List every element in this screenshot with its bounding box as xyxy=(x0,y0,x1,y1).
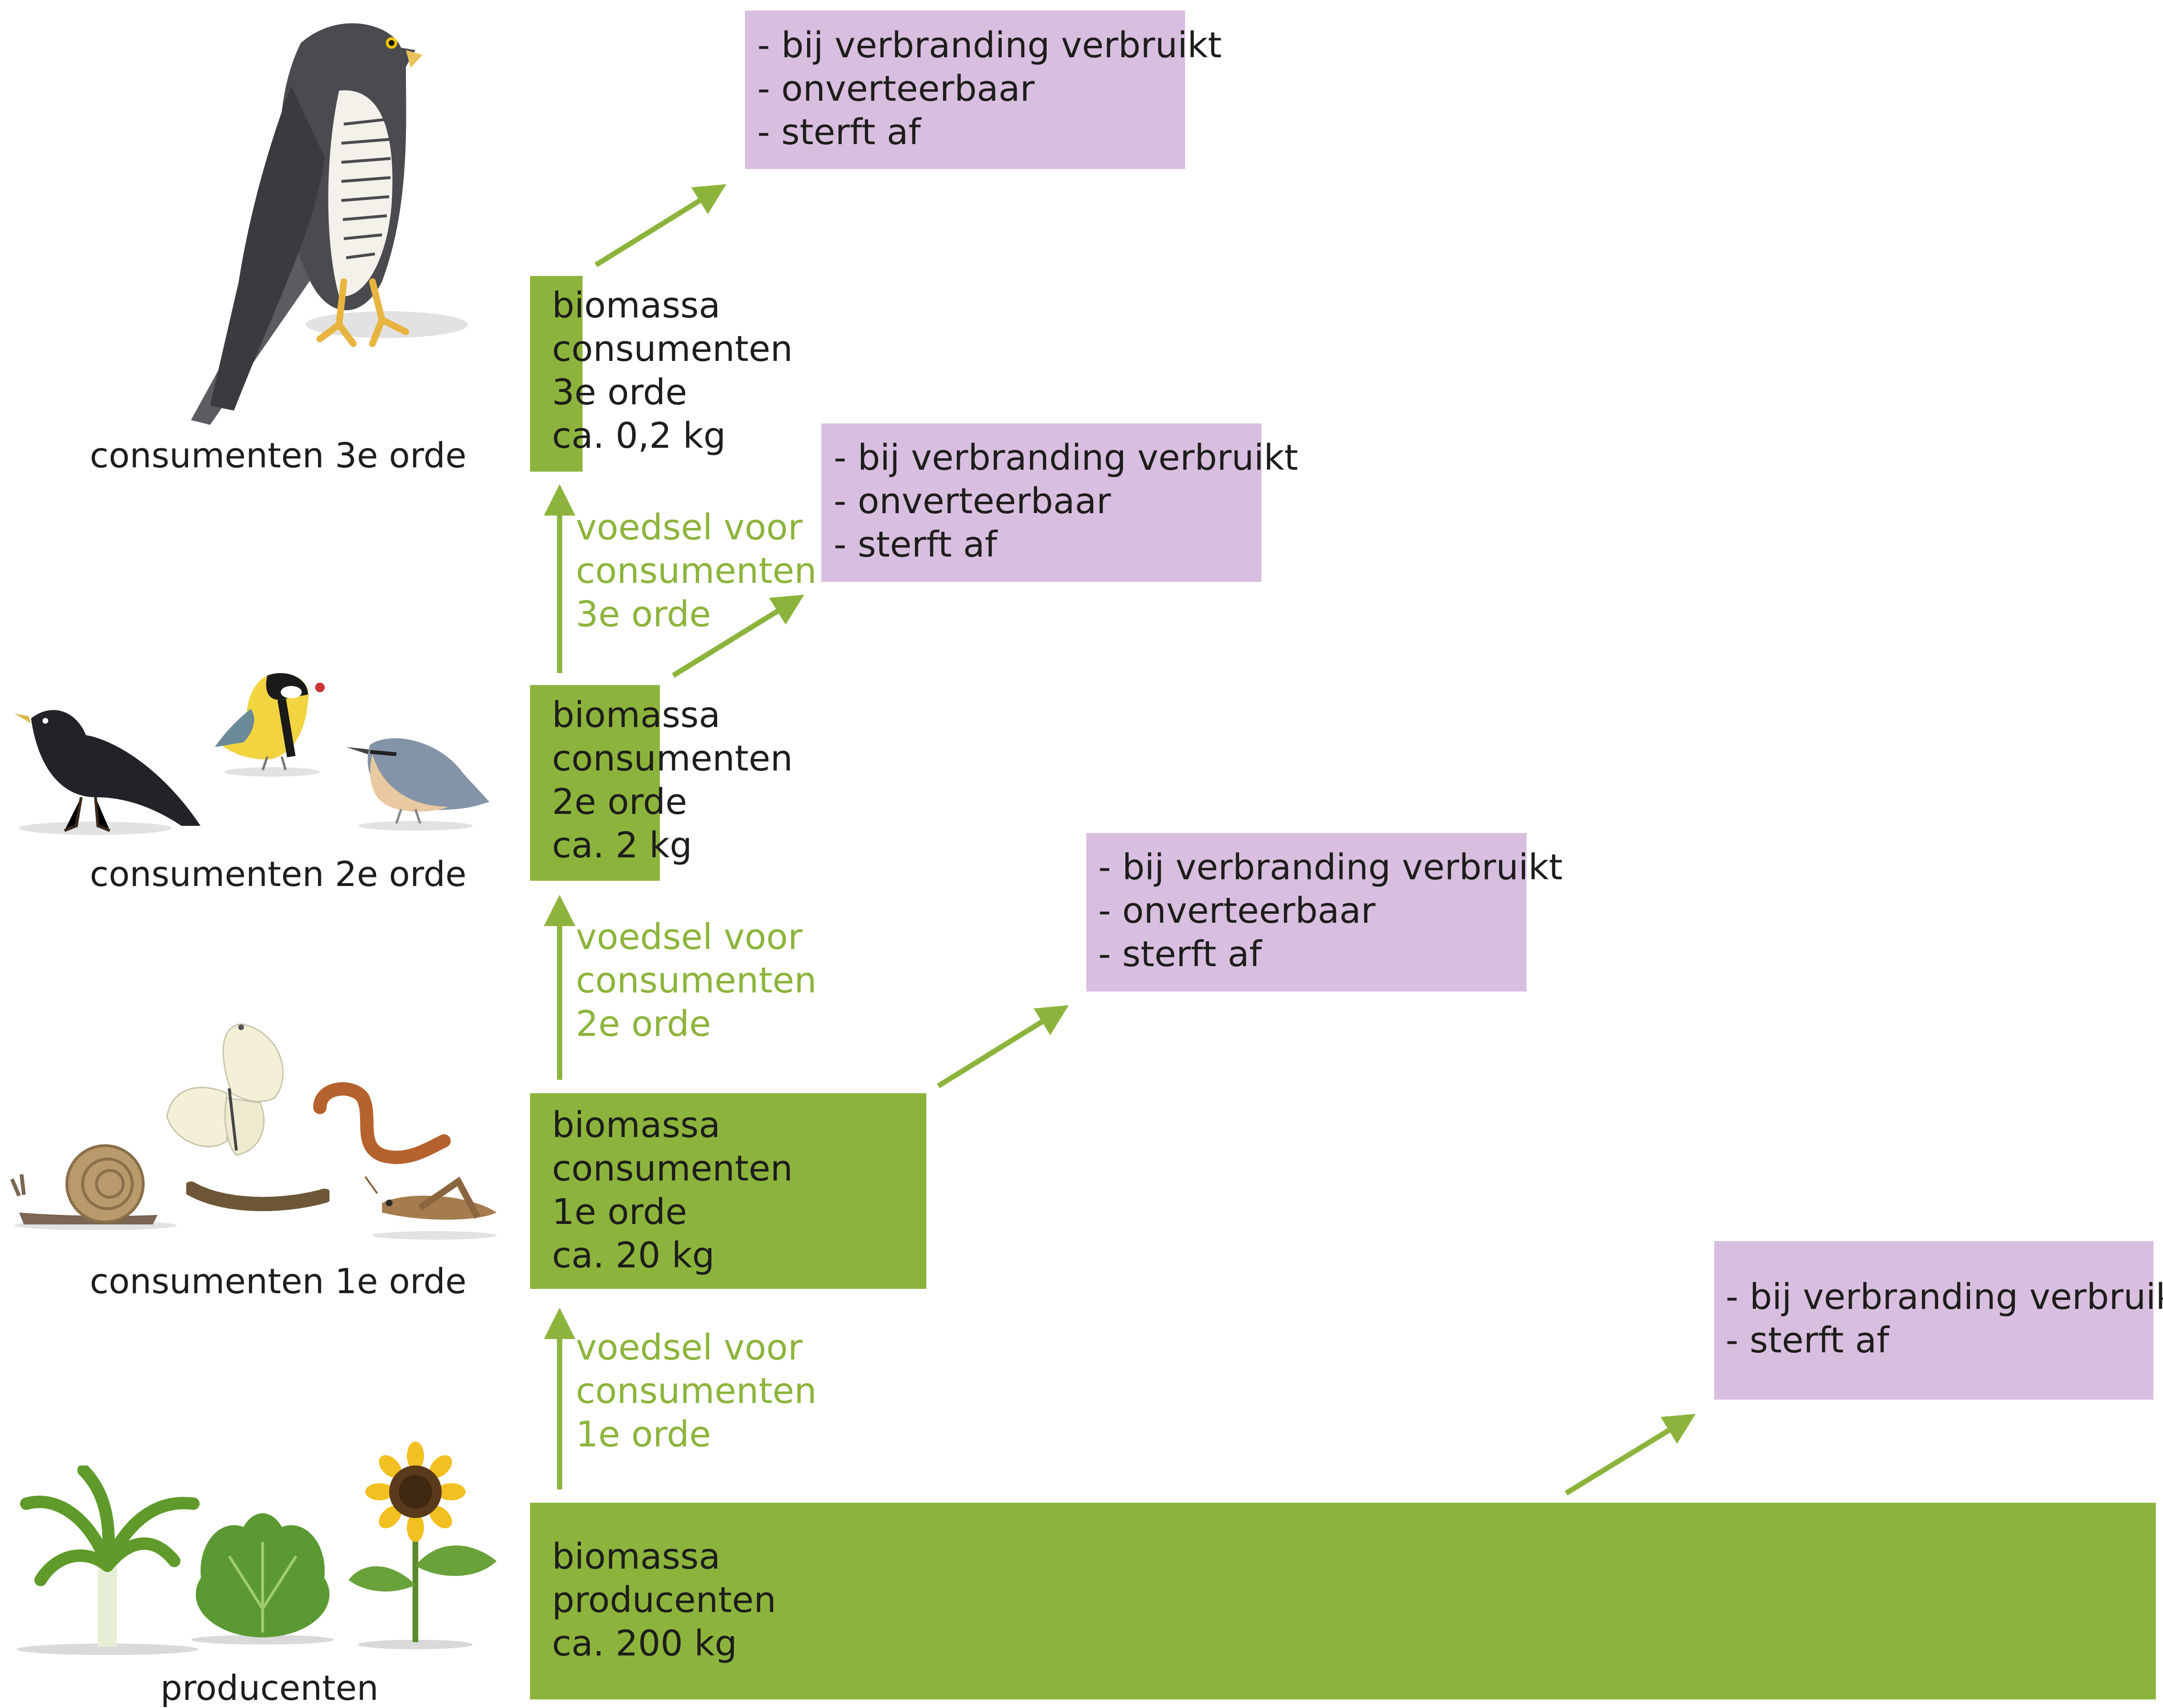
butterfly-icon xyxy=(166,1023,284,1156)
leek-icon xyxy=(17,1466,200,1655)
grasshopper-icon xyxy=(364,1176,497,1240)
earthworm-icon xyxy=(313,1082,451,1164)
caterpillar-icon xyxy=(186,1181,329,1212)
snail-icon xyxy=(10,1144,177,1230)
arrow-loss-c3 xyxy=(594,184,727,267)
loss-text-c3: - bij verbranding verbruikt- onverteerba… xyxy=(757,25,1222,153)
arrow-loss-producers xyxy=(1565,1413,1696,1496)
arrow-loss-c1 xyxy=(937,1005,1069,1088)
caption-c1: consumenten 1e orde xyxy=(90,1261,467,1301)
biomass-bar-c2 xyxy=(530,685,660,881)
great-tit-icon xyxy=(215,673,325,777)
arrow-loss-c2 xyxy=(672,594,805,678)
sunflower-icon xyxy=(349,1442,497,1649)
biomass-bar-c1 xyxy=(530,1093,926,1289)
hawk-icon xyxy=(191,23,468,425)
biomass-bar-producers xyxy=(530,1503,2156,1699)
loss-box-c1 xyxy=(1086,833,1527,991)
lettuce-icon xyxy=(191,1513,334,1645)
caption-producers: producenten xyxy=(160,1668,379,1708)
nuthatch-icon xyxy=(346,738,489,831)
loss-box-producers xyxy=(1714,1241,2153,1400)
caption-c2: consumenten 2e orde xyxy=(90,854,467,894)
loss-box-c2 xyxy=(821,423,1262,582)
loss-text-c1: - bij verbranding verbruikt- onverteerba… xyxy=(1098,847,1563,975)
starling-icon xyxy=(14,710,201,835)
biomass-bar-c3 xyxy=(530,276,583,472)
loss-text-c2: - bij verbranding verbruikt- onverteerba… xyxy=(834,437,1298,565)
caption-c3: consumenten 3e orde xyxy=(90,435,467,475)
loss-box-c3 xyxy=(745,11,1185,169)
loss-text-producers: - bij verbranding verbruikt- sterft af xyxy=(1726,1276,2163,1361)
